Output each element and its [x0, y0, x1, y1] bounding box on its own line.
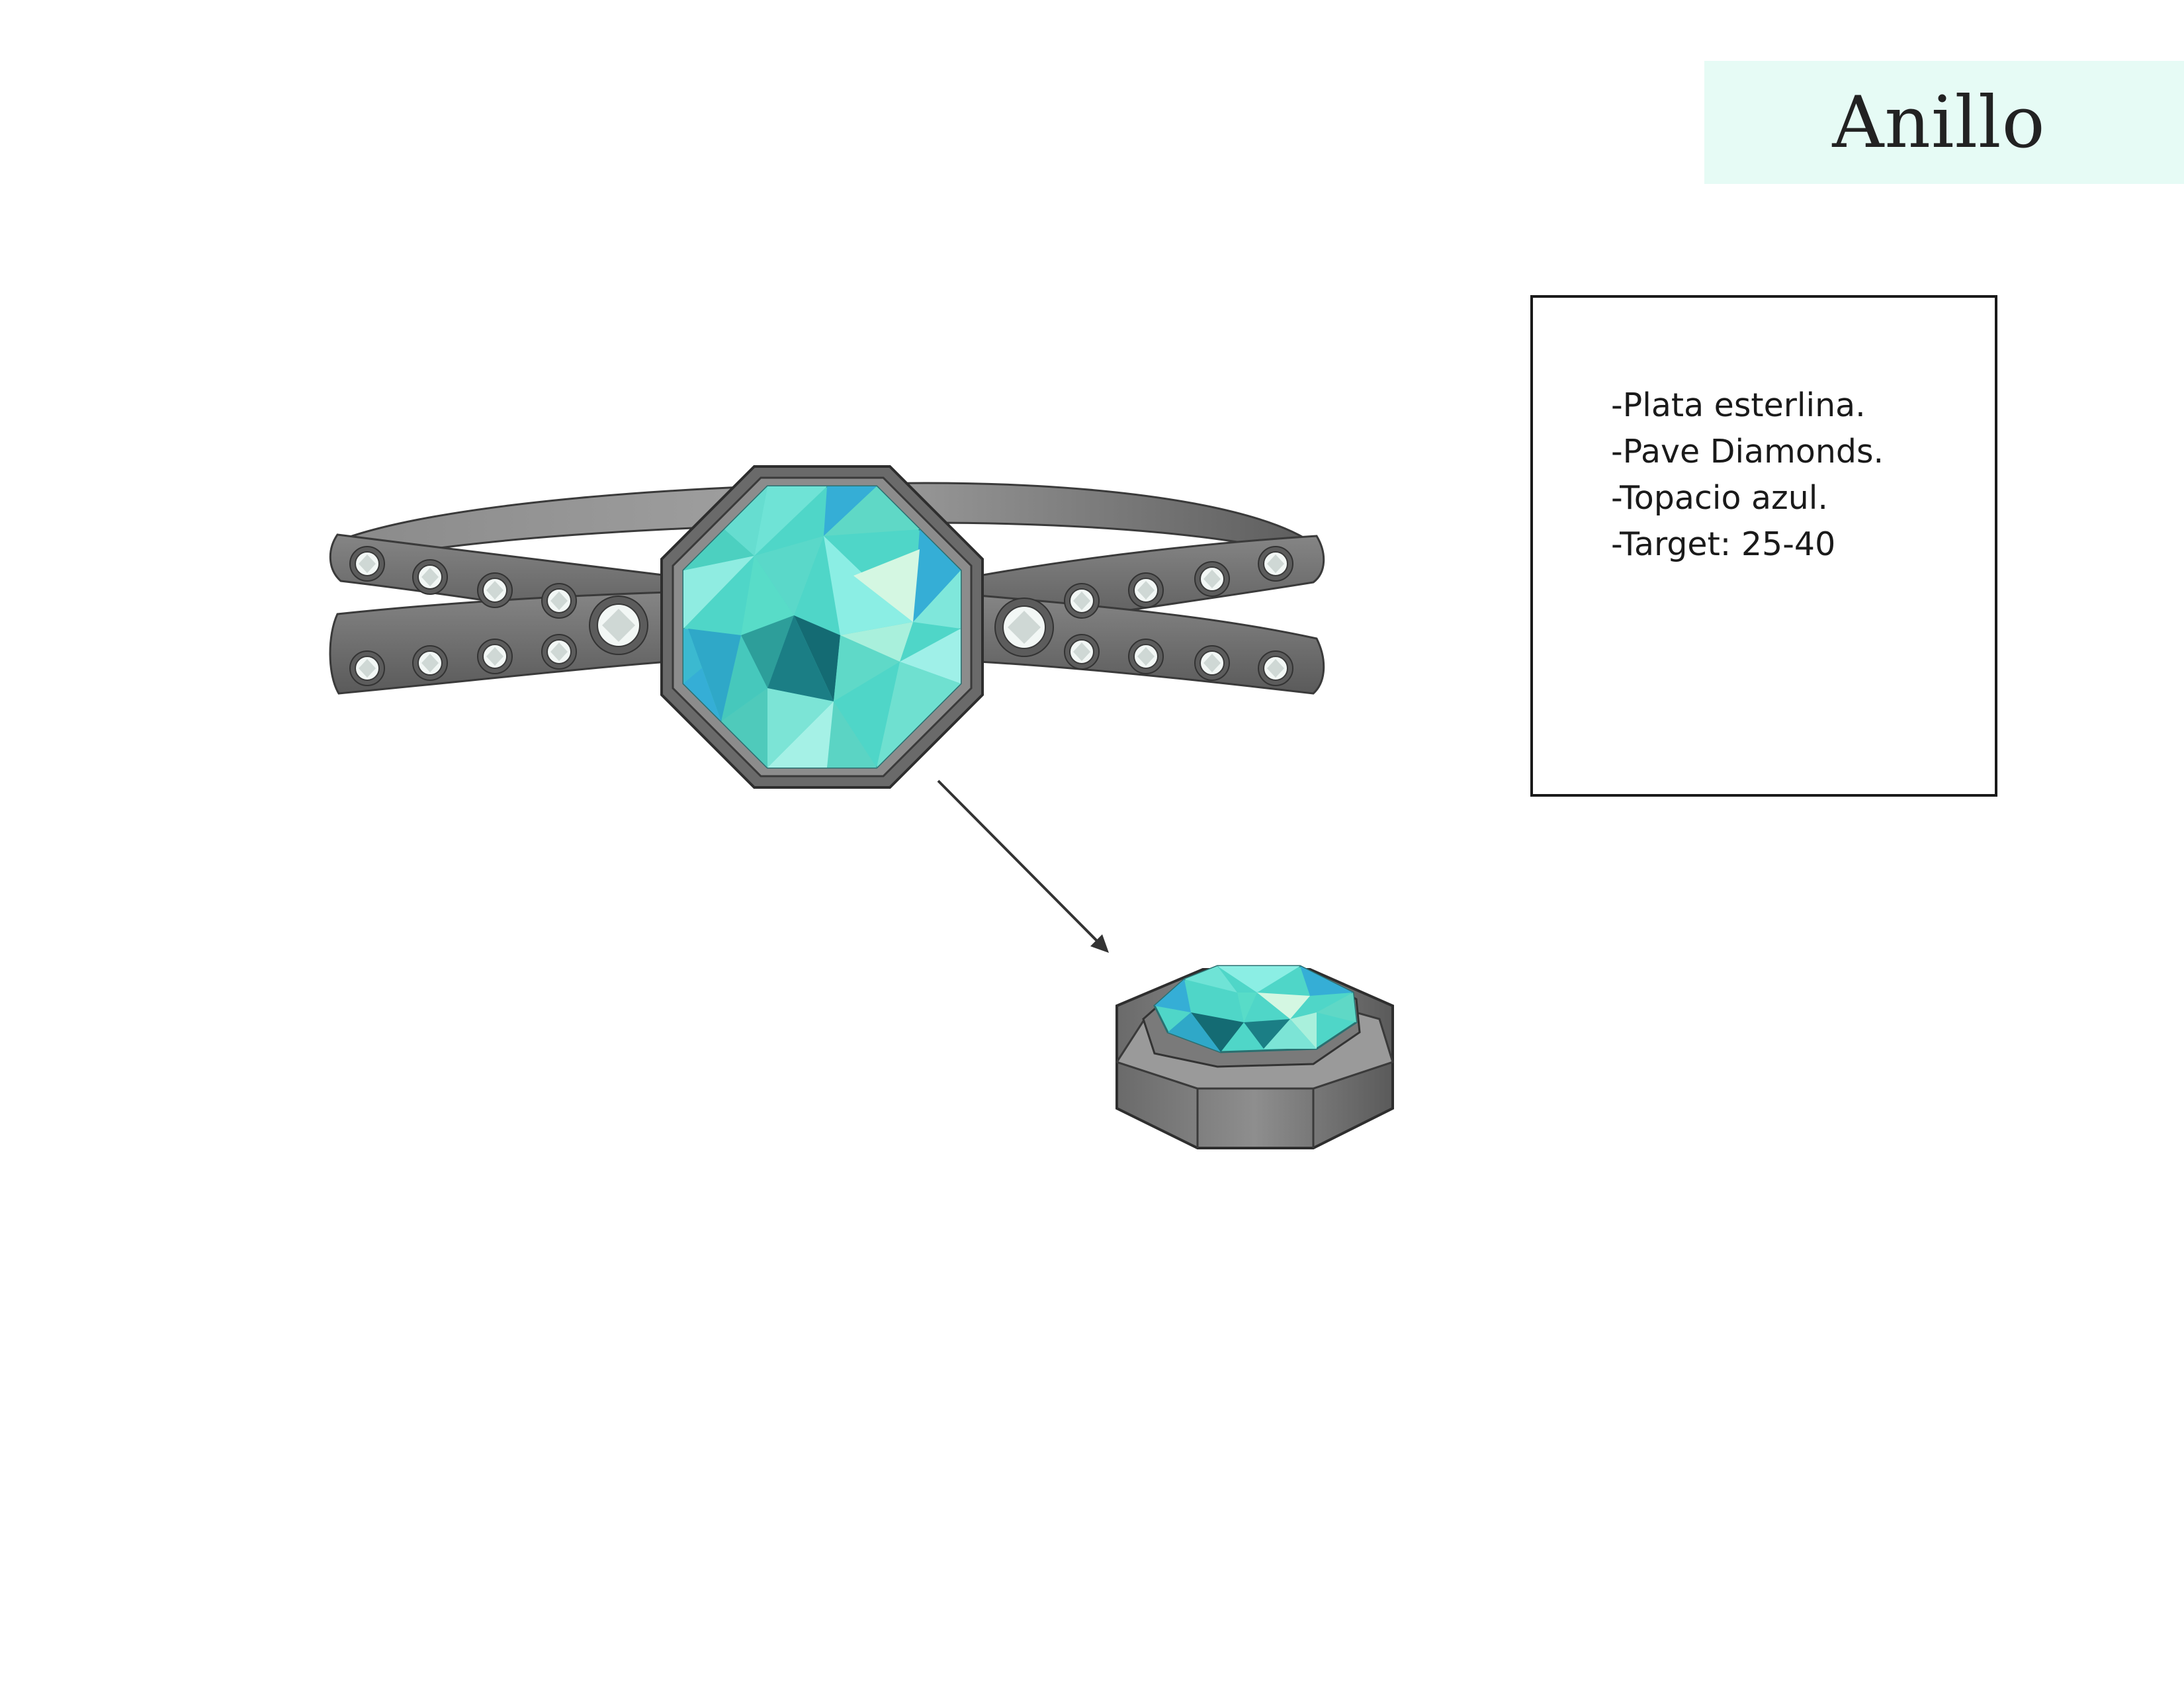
diamond [1128, 572, 1164, 608]
diamond [349, 546, 385, 582]
detail-gem [1153, 965, 1358, 1053]
diamond [541, 634, 577, 670]
ring-illustration [329, 465, 1325, 789]
diamond [1064, 634, 1100, 670]
diamond [349, 650, 385, 686]
spec-item-target: -Target: 25-40 [1611, 525, 1836, 563]
title-banner: Anillo [1704, 61, 2184, 184]
diamond [412, 645, 448, 681]
diamond [1128, 639, 1164, 674]
diamond [589, 596, 648, 655]
pave-diamonds [349, 546, 1293, 686]
diamond [1194, 645, 1230, 681]
diamond [1194, 561, 1230, 597]
diamond [1258, 650, 1293, 686]
diamond [541, 583, 577, 619]
diamond [477, 572, 513, 608]
spec-item-stones: -Pave Diamonds. [1611, 433, 1884, 470]
diamond [1064, 583, 1100, 619]
spec-item-gem: -Topacio azul. [1611, 479, 1828, 517]
diamond [477, 639, 513, 674]
specs-box: -Plata esterlina. -Pave Diamonds. -Topac… [1530, 295, 1997, 797]
page-title: Anillo [1832, 81, 2046, 164]
diamond [994, 598, 1054, 657]
bezel-setting-detail [1115, 965, 1394, 1149]
topaz-gem [682, 485, 962, 769]
diamond [1258, 546, 1293, 582]
specs-list: -Plata esterlina. -Pave Diamonds. -Topac… [1611, 382, 1884, 568]
pointer-arrow [937, 779, 1109, 953]
diamond [412, 559, 448, 595]
spec-item-material: -Plata esterlina. [1611, 386, 1866, 424]
